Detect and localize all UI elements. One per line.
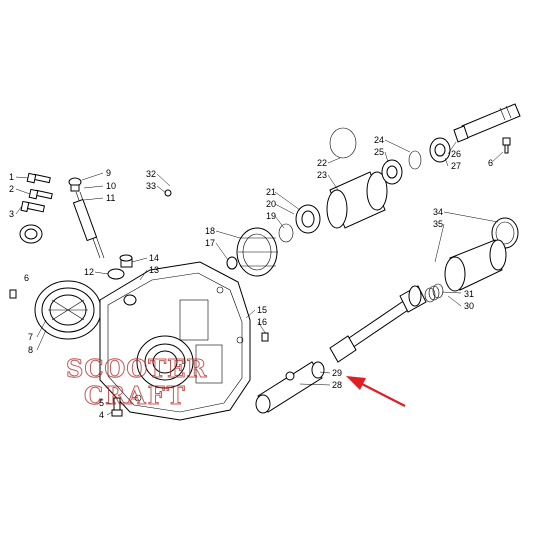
bearing-27 [429,137,451,163]
bolt-3 [20,200,46,213]
label-32: 32 [146,169,156,179]
snap-ring-19 [278,223,294,243]
boot-35 [444,239,507,292]
label-22: 22 [317,158,327,168]
label-6-left: 6 [24,273,29,283]
label-2: 2 [9,184,14,194]
crankcase-housing [99,261,251,421]
label-26: 26 [451,149,461,159]
bolt-6-left [9,289,17,299]
label-12: 12 [84,267,94,277]
label-20: 20 [266,199,276,209]
label-4: 4 [99,410,104,420]
bearing-housing [326,127,388,229]
label-6-right: 6 [488,158,493,168]
label-14: 14 [149,253,159,263]
label-16: 16 [257,317,267,327]
cover-plate [34,280,102,340]
label-24: 24 [374,135,384,145]
label-34: 34 [433,207,443,217]
dowel-16 [261,332,269,342]
label-25: 25 [374,147,384,157]
bolt-1 [26,172,51,184]
label-7: 7 [28,332,33,342]
breather-hose [164,118,197,197]
watermark-line-2: CRAFT [84,381,187,410]
watermark-line-1: SCOOTER [66,354,207,383]
label-17: 17 [205,238,215,248]
label-28: 28 [332,380,342,390]
bevel-gear [236,227,278,277]
label-35: 35 [433,219,443,229]
label-31: 31 [464,289,474,299]
label-21: 21 [266,187,276,197]
label-8: 8 [28,345,33,355]
label-29: 29 [332,368,342,378]
label-5: 5 [99,398,104,408]
label-23: 23 [317,170,327,180]
label-27: 27 [451,161,461,171]
output-shaft [453,103,521,143]
bearing-25 [381,159,403,185]
u-joint-yoke [255,361,325,414]
label-18: 18 [205,226,215,236]
label-33: 33 [146,181,156,191]
part-labels: 1 2 3 4 5 6 6 7 8 9 10 11 12 13 14 15 16… [9,135,493,420]
label-9: 9 [106,168,111,178]
label-15: 15 [257,305,267,315]
label-19: 19 [266,211,276,221]
snap-ring-24 [408,150,422,170]
dipstick [68,177,105,259]
label-3: 3 [9,209,14,219]
scooter-craft-watermark: SCOOTER CRAFT [66,354,207,411]
spacer-17 [226,256,238,270]
bolt-2 [28,188,53,200]
label-30: 30 [464,301,474,311]
label-1: 1 [9,172,14,182]
label-13: 13 [149,265,159,275]
label-11: 11 [106,193,115,203]
drain-plug [107,254,133,280]
highlight-arrow [346,376,406,407]
drive-shaft [329,285,427,363]
leader-lines [15,139,504,416]
bolt-6-right [502,137,511,154]
bearing-21 [295,204,321,234]
spring-31 [424,283,444,303]
label-10: 10 [106,181,116,191]
seal-3 [19,224,43,244]
